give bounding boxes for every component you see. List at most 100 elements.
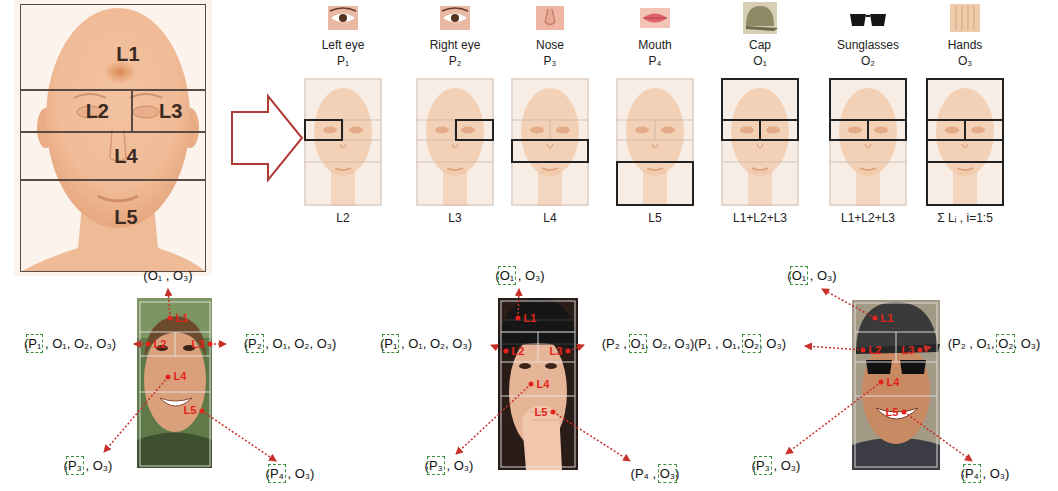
region-thumbnails [927,79,1003,205]
part-icons [850,14,866,26]
region-thumbnails [759,120,761,140]
region-thumbnails [829,78,907,206]
part-symbol: O₁ [753,54,766,68]
region-thumbnails [304,78,382,206]
region-marker: L5 [886,406,899,419]
active-part-box: P₂ [248,336,262,351]
region-dots [861,348,866,353]
part-icons [848,6,888,30]
region-dots [166,375,171,380]
part-name: Hands [948,38,983,52]
face-region-box: L4 [20,132,206,180]
photo-face [144,316,206,360]
region-marker: L1 [524,312,537,325]
face-model [74,94,106,98]
region-thumbnails [511,78,589,206]
photo-face [137,298,212,468]
photo-face [501,301,575,467]
leader-lines [786,382,881,454]
photo-face [140,302,210,466]
active-part-box: P₁ [28,336,41,351]
region-thumbnails [830,79,906,140]
region-thumbnails [867,120,869,140]
photo-face [504,320,572,321]
region-thumbnails [512,140,588,162]
part-icons [866,15,870,17]
face-region-box: L1 [20,4,206,90]
face-model [133,106,159,118]
photo-face [498,298,578,470]
region-dots [566,349,571,354]
region-thumbnails [616,78,694,206]
part-icons [950,4,980,32]
leader-lines [518,289,519,318]
part-symbol: O₂ [861,54,875,68]
part-icons [536,6,564,30]
active-part-box: P₃ [756,458,770,473]
occlusion-tuple: (P₃ , O₃) [64,458,113,474]
active-part-box: P₄ [965,466,979,481]
part-icons [440,6,470,30]
part-icons [545,9,555,25]
part-name: Mouth [638,38,671,52]
part-name: Sunglasses [837,38,899,52]
region-thumbnails [964,120,966,140]
leader-lines [104,377,168,452]
photo-face [852,300,940,470]
region-marker: L5 [184,404,197,417]
active-part-box: P₁ [384,336,397,351]
photo-face [896,332,897,362]
part-icons [743,2,777,34]
part-icons [328,6,358,30]
part-icons [328,2,980,34]
active-part-box: O₃ [660,466,675,481]
part-icons [443,14,467,23]
region-thumbnails [304,78,1004,206]
photo-face [538,332,539,362]
part-icons [339,14,347,22]
occlusion-tuple: (P₁ , O₁, O₂, O₃) [380,336,472,352]
photo-face [519,363,531,369]
leader-lines [456,384,531,454]
transition-arrow [232,96,302,180]
part-name: Left eye [322,38,365,52]
part-symbol: P₃ [544,54,557,68]
region-formula: L1+L2+L3 [841,211,895,225]
active-part-box: O₁ [792,268,807,283]
region-dots [873,316,878,321]
occlusion-tuple: (P₄ , O₃) [631,466,680,482]
region-dots [200,409,205,414]
region-marker: L3 [192,338,205,351]
region-thumbnails [927,161,1003,163]
photo-face [545,363,557,369]
part-name: Right eye [430,38,481,52]
part-icons [640,8,670,28]
leader-lines [168,289,170,318]
region-label: L1 [116,43,139,66]
face-model [46,8,190,228]
part-icons [746,6,774,26]
active-part-box: O₂ [998,336,1013,351]
region-label: L3 [159,100,182,123]
photo-face [855,303,937,467]
region-dots [504,349,509,354]
region-thumbnails [305,79,1003,205]
part-icons [968,6,969,30]
part-icons [643,14,667,23]
leader-lines [822,289,875,318]
region-label: L4 [114,145,137,168]
region-marker: L2 [512,345,525,358]
occlusion-tuple: (P₁ , O₁, O₂, O₃) [24,336,116,352]
region-thumbnails [722,79,798,140]
photo-face [522,406,562,470]
photo-face [137,433,212,469]
photo-face [140,392,210,393]
photo-face [144,328,206,432]
photo-face [856,302,938,350]
part-icons [442,8,468,11]
part-icons [746,26,778,31]
photo-face [498,298,578,470]
active-part-box: O₁ [500,268,515,283]
region-marker: L4 [887,376,900,389]
region-marker: L5 [535,406,548,419]
